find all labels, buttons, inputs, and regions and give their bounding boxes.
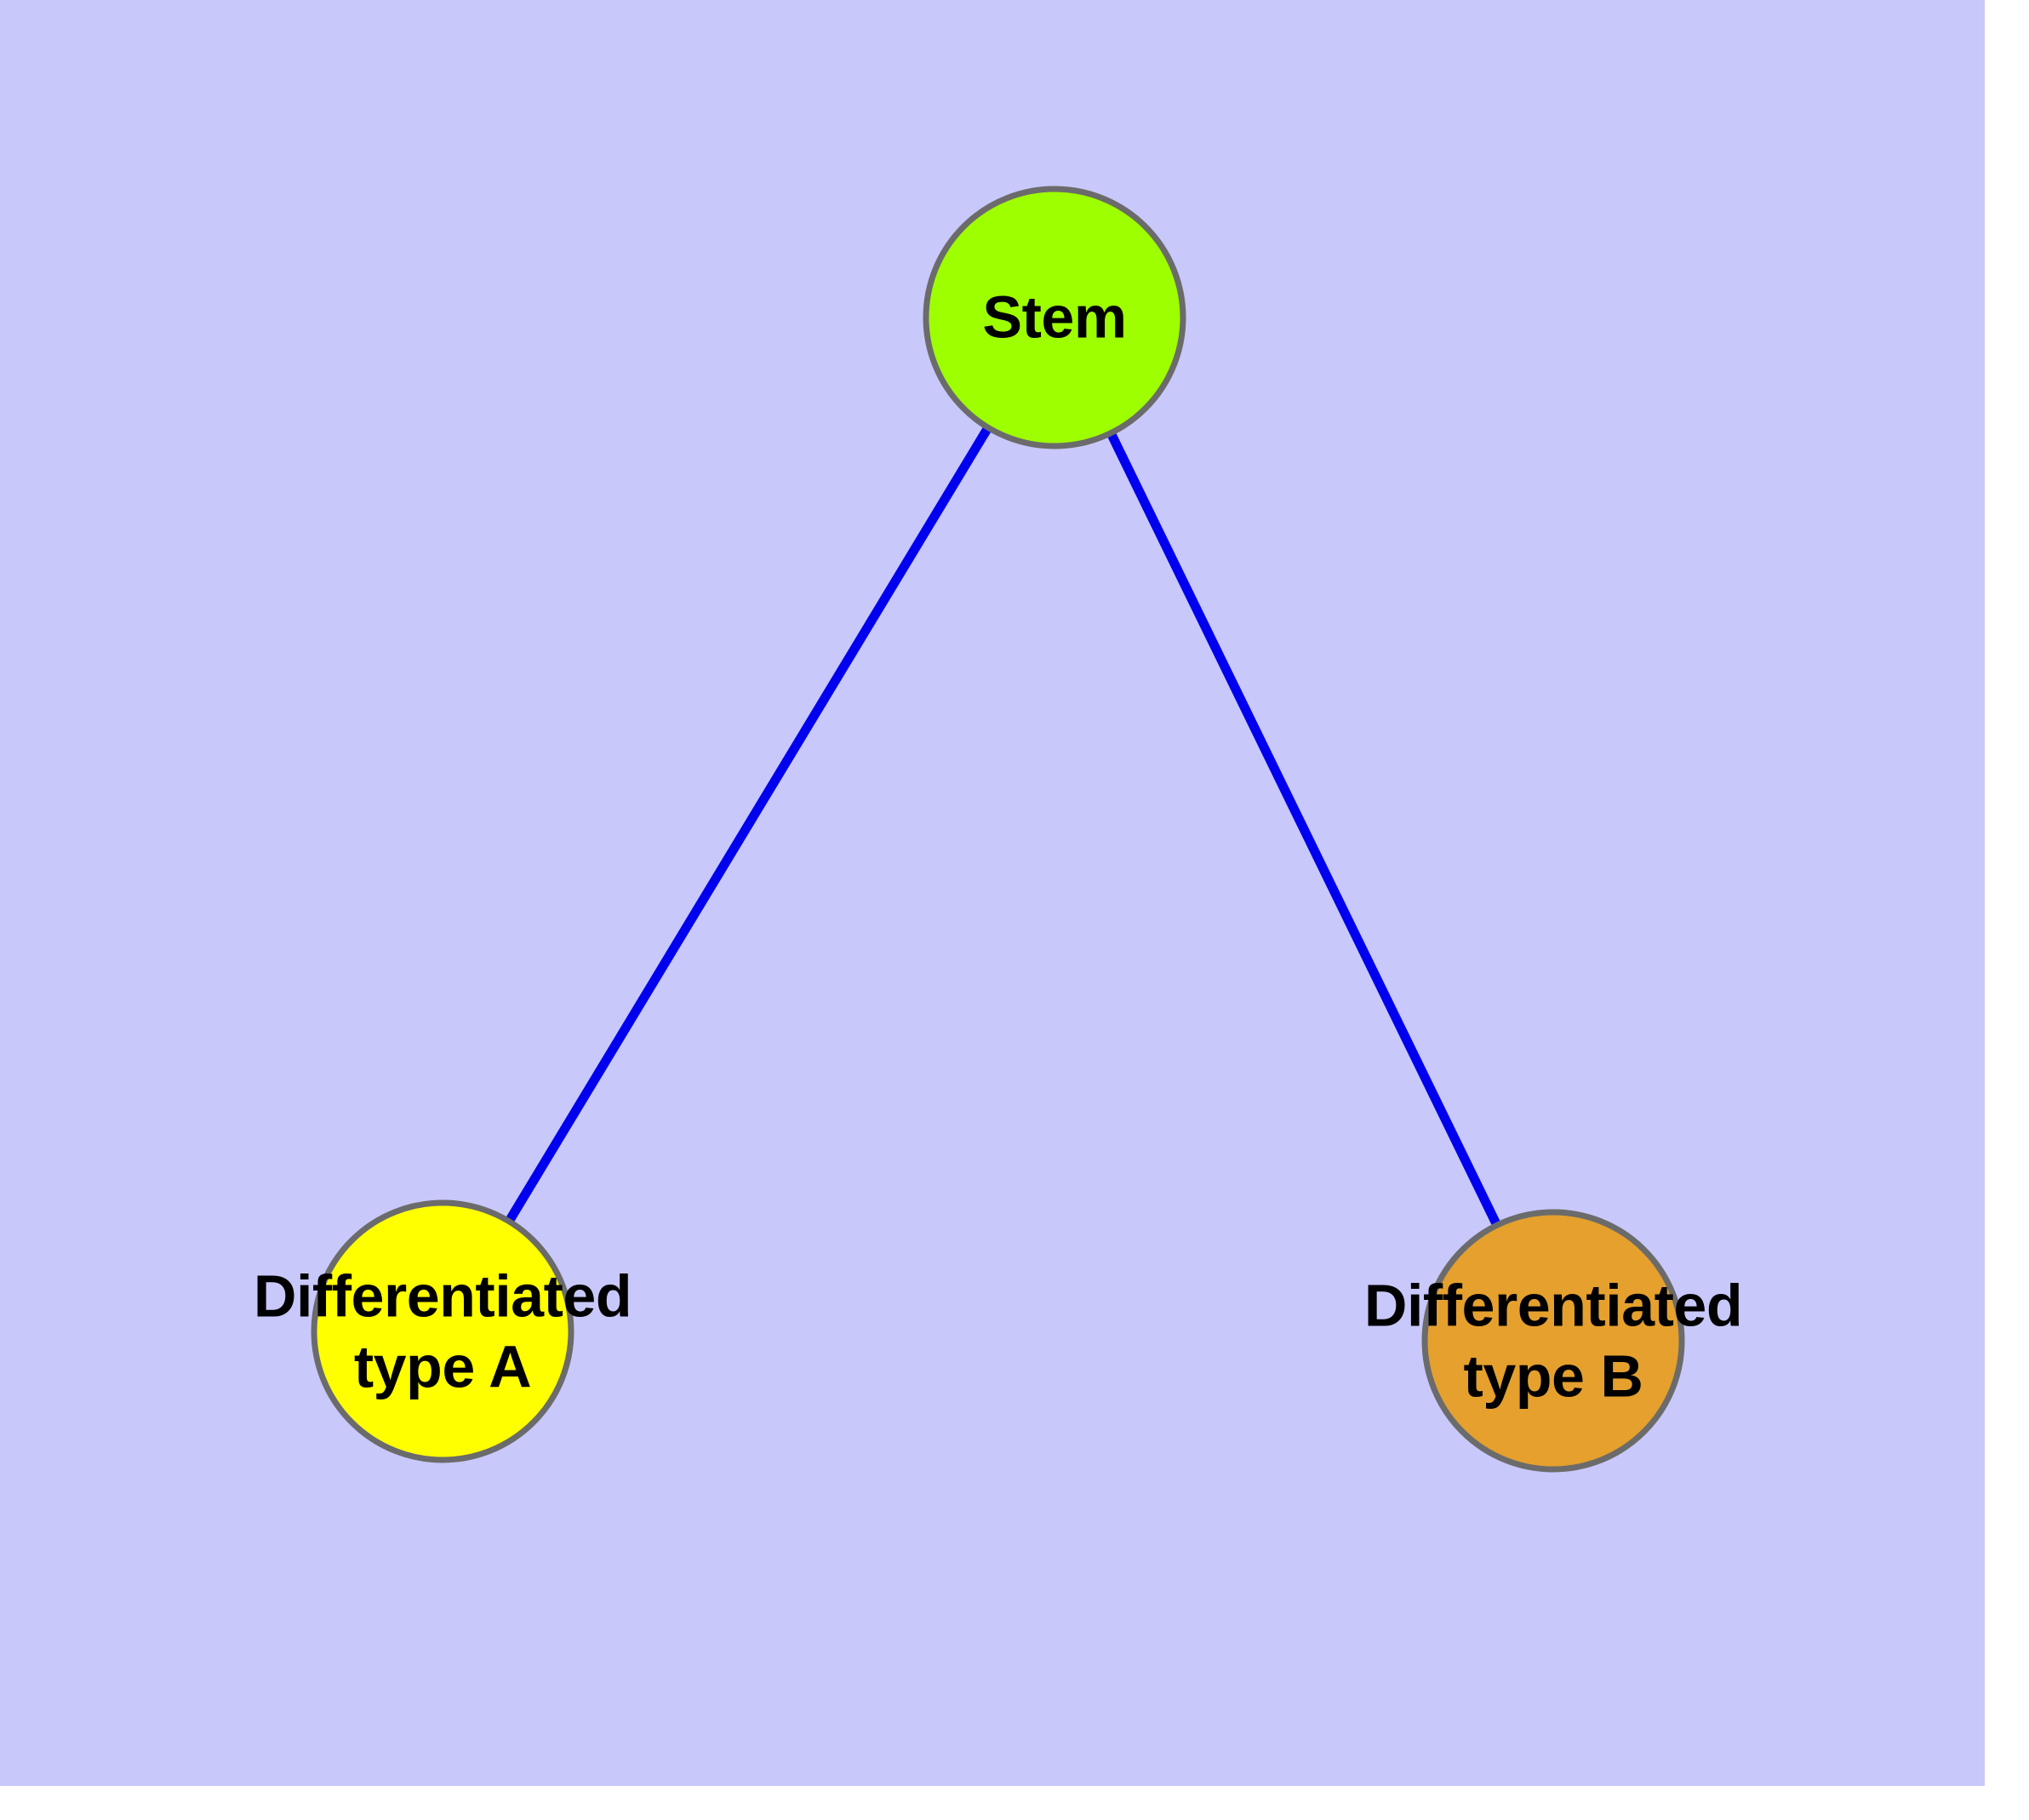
edge-stem-diff-a[interactable]: [503, 422, 994, 1227]
nodes-group: [311, 186, 1685, 1473]
edges-group: [503, 422, 1503, 1231]
node-diff_a[interactable]: [311, 1199, 574, 1463]
node-stem[interactable]: [923, 186, 1186, 449]
node-diff_b[interactable]: [1421, 1209, 1685, 1473]
edge-stem-diff-b[interactable]: [1105, 427, 1503, 1231]
graph-svg: [311, 186, 1685, 1473]
